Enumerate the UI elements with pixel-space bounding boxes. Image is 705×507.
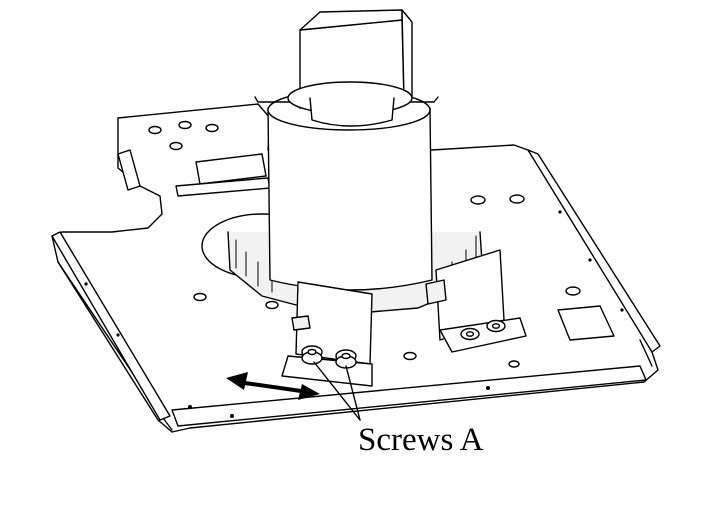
flange-rivets [84, 210, 624, 418]
callout-leader [313, 361, 361, 421]
motor [287, 9, 413, 127]
right-bracket [425, 249, 527, 353]
plate-window [557, 305, 615, 341]
screws-a-label: Screws A [358, 422, 484, 458]
adjustment-arrow [226, 372, 320, 400]
plate-holes [148, 120, 581, 368]
plate-cutout [195, 153, 267, 185]
screw-a-1 [301, 345, 323, 365]
screw-a-2 [335, 349, 357, 369]
